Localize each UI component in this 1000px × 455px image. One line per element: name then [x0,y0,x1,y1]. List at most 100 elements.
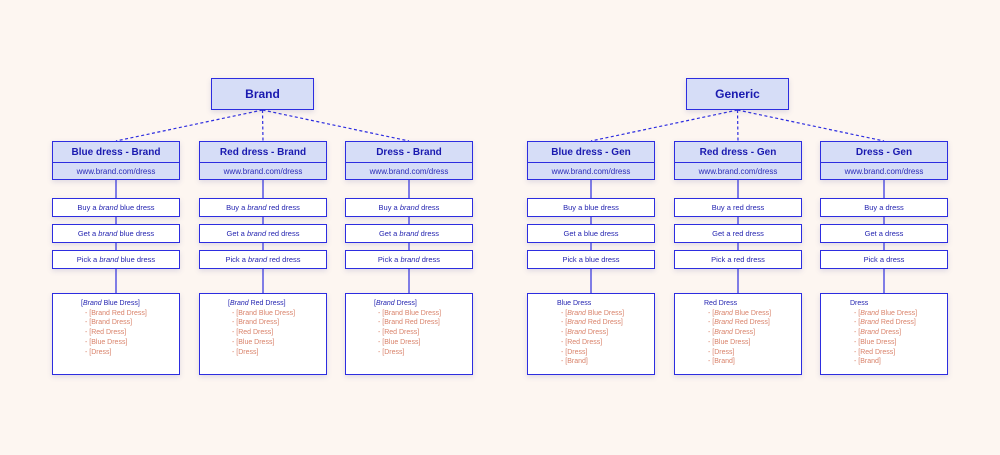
negative-text: Blue Dress] [878,309,918,317]
keyword-rest: Red Dress [704,300,738,307]
ad-text-brand: brand [400,255,420,264]
ad-copy-box: Pick a brand red dress [199,250,327,269]
ad-copy-box: Buy a brand blue dress [52,198,180,217]
ad-copy-text: Buy a brand red dress [226,203,300,212]
ad-text-brand: brand [99,255,119,264]
root-connector [590,109,738,142]
negative-keyword: - [Brand Blue Dress] [850,309,917,319]
negative-text: - [Blue Dress] [85,338,128,346]
campaign-url: www.brand.com/dress [551,166,631,176]
ad-copy-text: Get a brand blue dress [78,229,154,238]
negative-text: - [Brand Dress] [232,319,280,327]
keyword-box: Red Dress- [Brand Blue Dress]- [Brand Re… [674,293,802,375]
campaign-url: www.brand.com/dress [76,166,156,176]
ad-text-pre: Pick a blue dress [562,255,620,264]
negative-keyword: - [Red Dress] [228,328,295,338]
root-connector [736,109,739,142]
negative-brand: Brand [860,329,879,337]
keyword-bracket: [ [374,300,376,307]
negative-keyword: - [Red Dress] [81,328,147,338]
negative-keyword: - [Brand Red Dress] [850,318,917,328]
campaign-header: Blue dress - Gen www.brand.com/dress [527,141,655,180]
campaign-url: www.brand.com/dress [369,166,449,176]
negative-text: - [Blue Dress] [232,338,275,346]
campaign-header: Blue dress - Brand www.brand.com/dress [52,141,180,180]
negative-keyword: - [Dress] [374,348,441,358]
negative-text: - [Dress] [708,348,735,356]
negative-text: Dress] [878,329,902,337]
negative-text: - [Red Dress] [85,329,127,337]
negative-keyword: - [Brand Blue Dress] [557,309,624,319]
negative-text: - [Brand Red Dress] [85,309,147,317]
ad-copy-box: Buy a brand red dress [199,198,327,217]
negative-text: - [Dress] [85,348,112,356]
ad-copy-text: Buy a blue dress [563,203,619,212]
ad-text-pre: Buy a blue dress [563,203,619,212]
negative-brand: Brand [567,309,586,317]
negative-brand: Brand [860,309,879,317]
ad-text-pre: Pick a red dress [711,255,765,264]
ad-copy-text: Buy a brand blue dress [77,203,154,212]
ad-copy-text: Get a red dress [712,229,764,238]
ad-copy-text: Buy a red dress [712,203,765,212]
negative-text: - [Brand Blue Dress] [378,309,442,317]
negative-keyword: - [Brand Red Dress] [704,318,771,328]
negative-keyword: - [Brand Blue Dress] [374,309,441,319]
negative-keyword: - [Brand] [704,357,771,367]
negative-keyword: - [Blue Dress] [81,338,147,348]
ad-text-pre: Buy a red dress [711,203,765,212]
negative-keyword: - [Brand Dress] [557,328,624,338]
keyword-rest: Red Dress] [248,300,286,307]
negative-keyword: - [Blue Dress] [228,338,295,348]
main-keyword: [Brand Dress] [374,300,417,307]
ad-copy-text: Pick a red dress [711,255,765,264]
keyword-rest: Dress [850,300,869,307]
ad-copy-box: Get a blue dress [527,224,655,243]
ad-copy-box: Get a brand dress [345,224,473,243]
keyword-brand: Brand [375,300,395,307]
negative-text: - [Blue Dress] [854,338,897,346]
negative-text: - [Brand] [561,358,588,366]
negative-text: - [Dress] [561,348,588,356]
negative-prefix: - [ [708,319,715,327]
negative-keyword: - [Dress] [81,348,147,358]
negative-text: - [Brand Dress] [85,319,133,327]
main-keyword: Blue Dress [557,300,591,307]
keyword-brand: Brand [229,300,249,307]
negative-keyword: - [Blue Dress] [374,338,441,348]
negative-keyword: - [Blue Dress] [850,338,917,348]
campaign-title: Red dress - Brand [200,142,326,163]
ad-text-post: dress [419,203,440,212]
ad-text-pre: Get a [77,229,99,238]
negative-text: - [Red Dress] [378,329,420,337]
keyword-list: [Brand Blue Dress] - [Brand Red Dress] - [… [81,299,147,357]
ad-copy-box: Buy a dress [820,198,948,217]
ad-text-brand: brand [399,203,419,212]
main-keyword: [Brand Blue Dress] [81,300,140,307]
ad-text-post: blue dress [117,203,155,212]
negative-keyword: - [Dress] [704,348,771,358]
campaign-title: Blue dress - Brand [53,142,179,163]
negative-keyword: - [Brand] [557,357,624,367]
keyword-list: Blue Dress- [Brand Blue Dress]- [Brand R… [557,299,624,367]
negative-keyword: - [Blue Dress] [704,338,771,348]
ad-copy-text: Pick a dress [864,255,905,264]
ad-text-post: red dress [266,203,300,212]
campaign-url: www.brand.com/dress [698,166,778,176]
ad-text-post: red dress [266,229,300,238]
negative-text: Dress] [732,329,756,337]
negative-keyword: - [Brand Dress] [81,318,147,328]
ad-copy-text: Pick a brand red dress [225,255,300,264]
keyword-box: Dress- [Brand Blue Dress]- [Brand Red Dr… [820,293,948,375]
campaign-title: Blue dress - Gen [528,142,654,163]
ad-text-brand: brand [98,203,118,212]
negative-text: - [Red Dress] [232,329,274,337]
ad-copy-box: Pick a red dress [674,250,802,269]
negative-prefix: - [ [854,329,861,337]
negative-keyword: - [Dress] [228,348,295,358]
ad-text-pre: Buy a dress [864,203,904,212]
